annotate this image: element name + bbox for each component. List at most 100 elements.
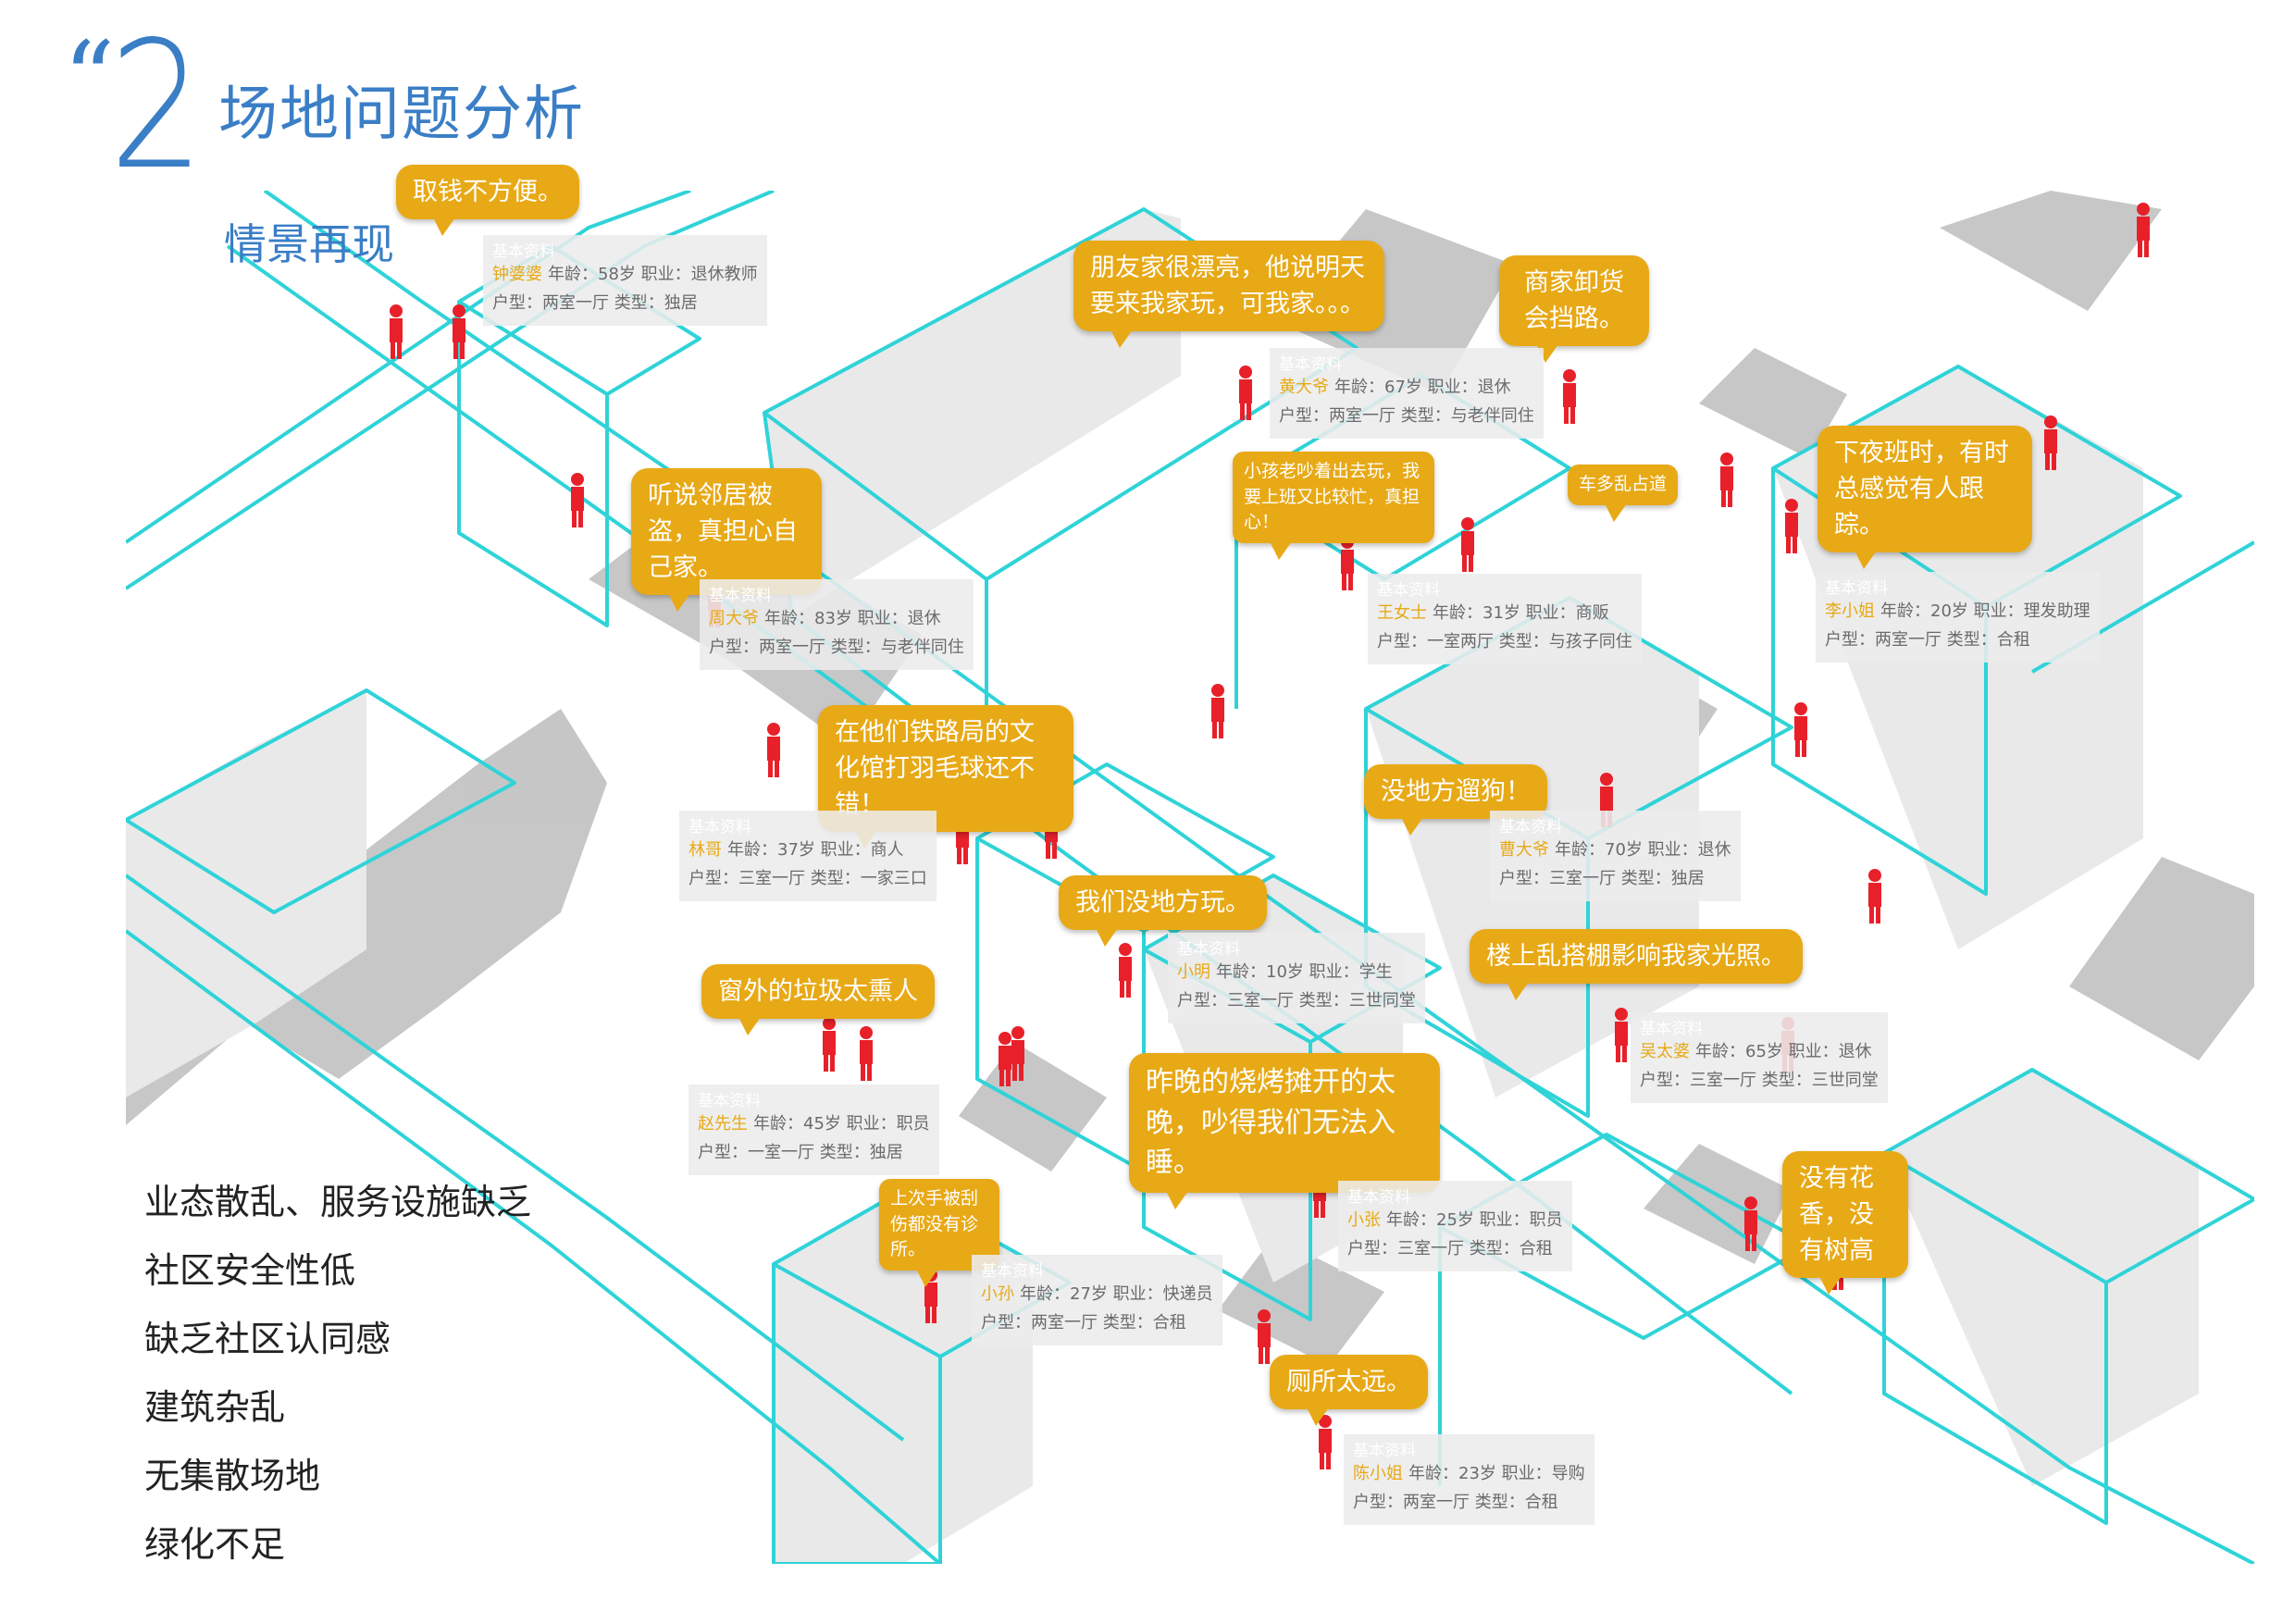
isometric-site-map: 取钱不方便。 朋友家很漂亮，他说明天要来我家玩，可我家。。。 商家卸货会挡路。 … — [126, 165, 2254, 1564]
resident-housing: 户型：两室一厅 类型：合租 — [981, 1312, 1186, 1333]
speech-bubble: 楼上乱搭棚影响我家光照。 — [1470, 929, 1803, 1001]
person-figure — [1461, 517, 1474, 572]
shadow-block — [959, 1042, 1107, 1172]
person-figure — [1615, 1008, 1628, 1062]
resident-housing: 户型：两室一厅 类型：合租 — [1353, 1492, 1558, 1512]
issue-item: 缺乏社区认同感 — [144, 1319, 391, 1359]
person-figure — [2044, 415, 2057, 470]
resident-card: 基本资料曹大爷年龄：70岁 职业：退休户型：三室一厅 类型：独居 — [1490, 811, 1741, 901]
resident-info: 年龄：65岁 职业：退休 — [1695, 1042, 1872, 1062]
resident-info: 年龄：83岁 职业：退休 — [764, 609, 941, 629]
person-figure — [860, 1026, 873, 1081]
card-header: 基本资料 — [1353, 1442, 1416, 1460]
resident-name: 陈小姐 — [1353, 1464, 1403, 1484]
person-figure — [1744, 1196, 1757, 1251]
speech-bubble: 取钱不方便。 — [396, 165, 579, 237]
person-figure — [999, 1032, 1011, 1086]
quote-mark: “ — [63, 19, 116, 138]
building-outline — [1771, 365, 2182, 609]
card-header: 基本资料 — [1377, 581, 1440, 600]
resident-housing: 户型：一室两厅 类型：与孩子同住 — [1377, 631, 1632, 651]
resident-name: 周大爷 — [709, 609, 759, 629]
speech-bubble: 上次手被刮伤都没有诊所。 — [879, 1179, 999, 1287]
card-header: 基本资料 — [1825, 579, 1888, 598]
resident-card: 基本资料黄大爷年龄：67岁 职业：退休户型：两室一厅 类型：与老伴同住 — [1270, 348, 1544, 439]
building-outline — [126, 191, 691, 544]
person-figure — [453, 304, 465, 359]
speech-bubble: 厕所太远。 — [1270, 1355, 1428, 1427]
card-header: 基本资料 — [1347, 1188, 1410, 1207]
resident-card: 基本资料小张年龄：25岁 职业：职员户型：三室一厅 类型：合租 — [1338, 1181, 1572, 1271]
speech-bubble: 下夜班时，有时总感觉有人跟踪。 — [1817, 426, 2032, 570]
speech-bubble: 商家卸货会挡路。 — [1499, 255, 1649, 364]
person-figure — [1341, 536, 1354, 590]
resident-housing: 户型：三室一厅 类型：三世同堂 — [1640, 1070, 1879, 1090]
card-header: 基本资料 — [709, 587, 772, 605]
section-number: 2 — [109, 4, 205, 208]
person-figure — [1794, 702, 1807, 757]
resident-name: 曹大爷 — [1499, 840, 1549, 861]
resident-info: 年龄：23岁 职业：导购 — [1408, 1464, 1585, 1484]
resident-info: 年龄：27岁 职业：快递员 — [1020, 1284, 1213, 1305]
speech-bubble: 没有花香，没有树高 — [1782, 1151, 1908, 1295]
card-header: 基本资料 — [1499, 818, 1562, 837]
scene-subtitle: 情景再现 — [224, 219, 394, 269]
resident-card: 基本资料赵先生年龄：45岁 职业：职员户型：一室一厅 类型：独居 — [688, 1085, 939, 1175]
resident-housing: 户型：两室一厅 类型：与老伴同住 — [1279, 405, 1534, 426]
resident-info: 年龄：37岁 职业：商人 — [727, 840, 904, 861]
person-figure — [571, 473, 584, 527]
resident-info: 年龄：25岁 职业：职员 — [1386, 1210, 1563, 1231]
issue-list: 业态散乱、服务设施缺乏 社区安全性低 缺乏社区认同感 建筑杂乱 无集散场地 绿化… — [144, 1168, 531, 1579]
resident-card: 基本资料王女士年龄：31岁 职业：商贩户型：一室两厅 类型：与孩子同住 — [1368, 574, 1642, 664]
page-title: 场地问题分析 — [218, 81, 585, 149]
speech-bubble: 在他们铁路局的文化馆打羽毛球还不错！ — [818, 705, 1073, 849]
speech-bubble: 小孩老吵着出去玩，我要上班又比较忙，真担心！ — [1233, 452, 1434, 560]
speech-bubble: 听说邻居被盗，真担心自己家。 — [631, 468, 822, 613]
resident-housing: 户型：两室一厅 类型：与老伴同住 — [709, 637, 964, 657]
building-outline — [457, 302, 609, 627]
speech-bubble: 昨晚的烧烤摊开的太晚，吵得我们无法入睡。 — [1129, 1053, 1440, 1209]
person-figure — [1563, 369, 1576, 424]
card-header: 基本资料 — [1279, 355, 1342, 374]
resident-housing: 户型：一室一厅 类型：独居 — [698, 1142, 903, 1162]
resident-card: 基本资料李小姐年龄：20岁 职业：理发助理户型：两室一厅 类型：合租 — [1816, 572, 2100, 663]
resident-name: 小明 — [1177, 962, 1210, 983]
card-header: 基本资料 — [1640, 1020, 1703, 1038]
issue-item: 无集散场地 — [144, 1456, 321, 1496]
card-header: 基本资料 — [1177, 940, 1240, 959]
person-figure — [1119, 943, 1132, 998]
resident-housing: 户型：三室一厅 类型：独居 — [1499, 868, 1705, 888]
person-figure — [1239, 366, 1252, 420]
resident-info: 年龄：67岁 职业：退休 — [1334, 378, 1511, 398]
resident-name: 钟婆婆 — [492, 265, 542, 285]
resident-housing: 户型：三室一厅 类型：三世同堂 — [1177, 990, 1416, 1010]
shadow-block — [2069, 857, 2254, 1060]
card-header: 基本资料 — [698, 1092, 761, 1110]
person-figure — [1720, 452, 1733, 507]
resident-info: 年龄：70岁 职业：退休 — [1555, 840, 1731, 861]
issue-item: 建筑杂乱 — [144, 1387, 286, 1428]
person-figure — [1868, 869, 1881, 924]
card-header: 基本资料 — [981, 1262, 1044, 1281]
building-outline — [126, 929, 942, 1564]
resident-card: 基本资料周大爷年龄：83岁 职业：退休户型：两室一厅 类型：与老伴同住 — [700, 579, 974, 670]
building-outline — [226, 244, 1793, 1395]
resident-housing: 户型：两室一厅 类型：合租 — [1825, 629, 2030, 650]
person-figure — [1211, 684, 1224, 738]
resident-name: 赵先生 — [698, 1114, 748, 1134]
resident-housing: 户型：三室一厅 类型：合租 — [1347, 1238, 1553, 1258]
shadow-block — [1644, 1144, 1792, 1264]
resident-info: 年龄：45岁 职业：职员 — [753, 1114, 930, 1134]
building-outline — [1771, 468, 1988, 896]
card-header: 基本资料 — [688, 818, 751, 837]
building-face — [774, 1190, 1033, 1564]
person-figure — [767, 723, 780, 777]
resident-card: 基本资料小孙年龄：27岁 职业：快递员户型：两室一厅 类型：合租 — [972, 1255, 1222, 1345]
shadow-block — [1940, 191, 2162, 311]
building-outline — [126, 688, 516, 914]
resident-name: 李小姐 — [1825, 601, 1875, 622]
speech-bubble: 没地方遛狗！ — [1364, 764, 1547, 837]
building-outline — [772, 1264, 942, 1564]
resident-name: 王女士 — [1377, 603, 1427, 624]
building-face — [1884, 1070, 2199, 1486]
